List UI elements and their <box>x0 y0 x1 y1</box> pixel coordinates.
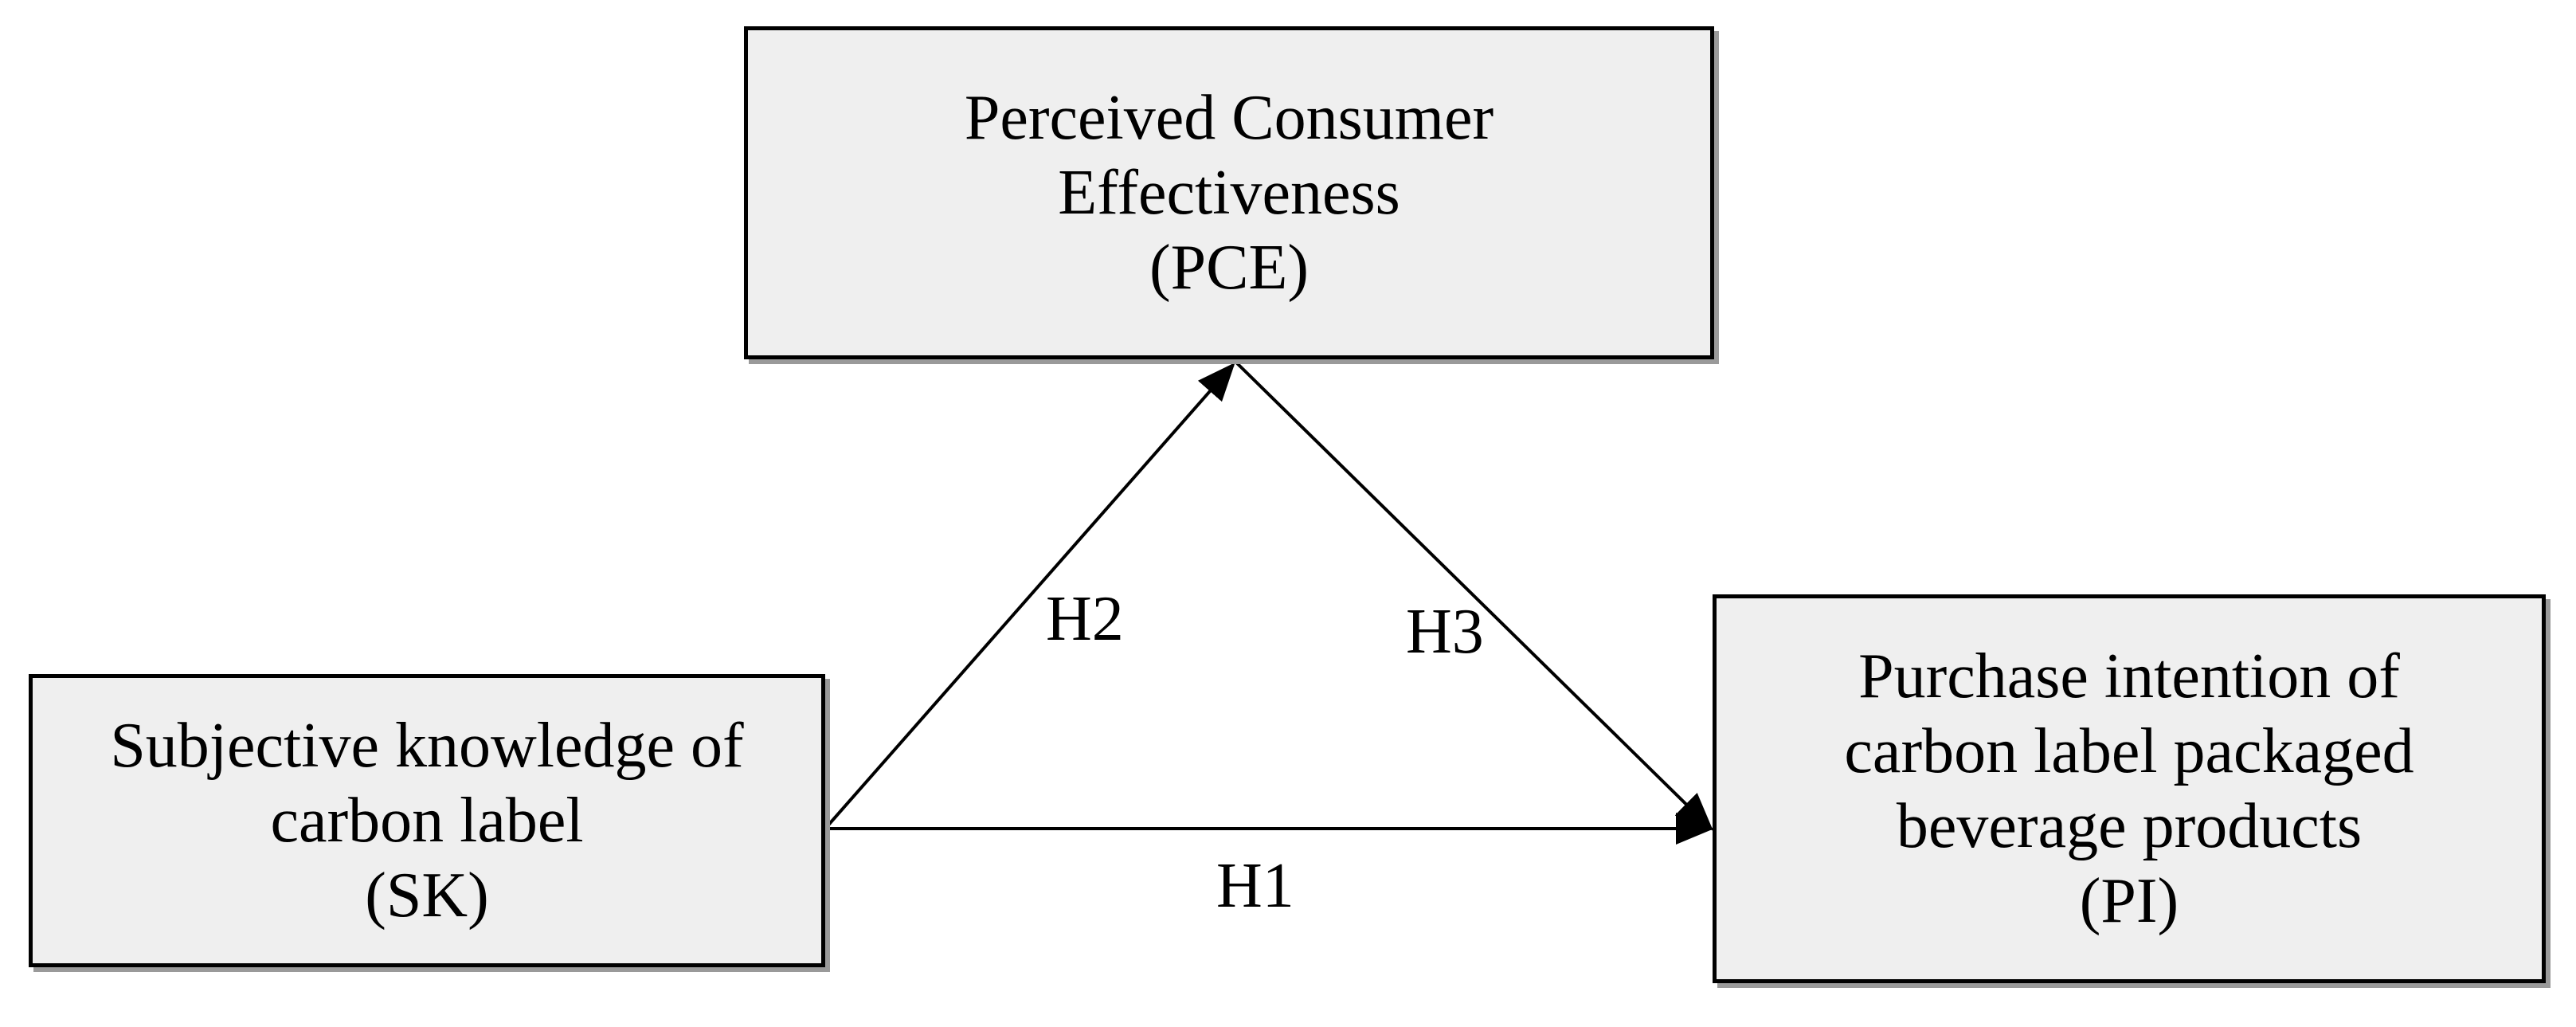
sk-node-line: carbon label <box>270 786 584 856</box>
sk-node: Subjective knowledge of carbon label (SK… <box>29 674 825 967</box>
edge-label-h3: H3 <box>1406 597 1484 667</box>
pi-node-line: (PI) <box>2079 866 2179 936</box>
arrow-h3-pce-to-pi <box>1231 358 1713 831</box>
sk-node-line: Subjective knowledge of <box>110 711 744 781</box>
pi-node-line: Purchase intention of <box>1858 641 2400 711</box>
pi-node-line: beverage products <box>1896 791 2363 861</box>
edge-label-h2: H2 <box>1046 584 1124 654</box>
pi-node-line: carbon label packaged <box>1844 716 2414 786</box>
arrow-h2-sk-to-pce <box>824 362 1235 830</box>
pce-node-line: Perceived Consumer <box>964 83 1494 153</box>
pce-node-line: (PCE) <box>1149 233 1309 303</box>
pce-node-line: Effectiveness <box>1058 158 1400 228</box>
edge-label-h1: H1 <box>1216 851 1294 921</box>
pi-node: Purchase intention of carbon label packa… <box>1713 594 2546 983</box>
sk-node-line: (SK) <box>365 860 489 931</box>
pce-node: Perceived Consumer Effectiveness (PCE) <box>744 26 1714 359</box>
